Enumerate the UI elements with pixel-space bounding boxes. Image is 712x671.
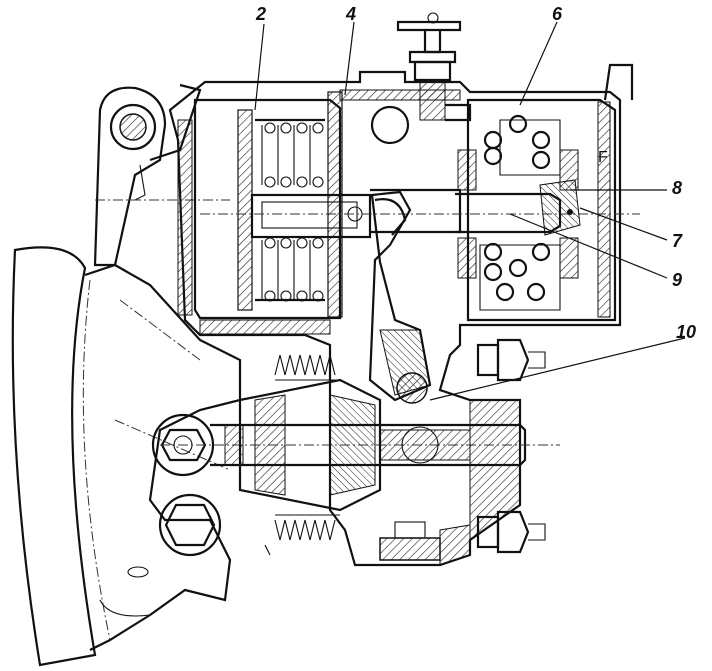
callout-10: 10 <box>676 322 696 342</box>
bellows-lower <box>264 514 340 556</box>
hex-bolt-right-lower <box>476 510 546 554</box>
pressure-plate <box>237 91 343 318</box>
callout-6: 6 <box>552 4 563 24</box>
bottom-plug <box>379 521 441 561</box>
bellows-upper <box>274 354 340 381</box>
top-valve <box>370 12 472 145</box>
lower-housing <box>84 263 242 651</box>
release-fork <box>368 190 432 404</box>
lower-spring-pack <box>261 237 324 302</box>
flywheel-segment <box>11 246 111 667</box>
callout-leaders <box>254 21 686 401</box>
callout-4: 4 <box>345 4 356 24</box>
callout-9: 9 <box>672 270 682 290</box>
hex-bolt-lower <box>158 493 222 557</box>
upper-spring-pack <box>261 122 324 188</box>
output-shaft <box>160 378 560 512</box>
hex-bolt-right-upper <box>476 338 546 382</box>
callout-7: 7 <box>672 231 683 251</box>
right-bearing-seats <box>457 149 581 279</box>
shaft-hatched-sleeve <box>224 424 471 466</box>
callout-2: 2 <box>255 4 266 24</box>
callout-8: 8 <box>672 178 682 198</box>
release-lever <box>93 83 230 267</box>
zone-label-f: F <box>598 149 608 166</box>
